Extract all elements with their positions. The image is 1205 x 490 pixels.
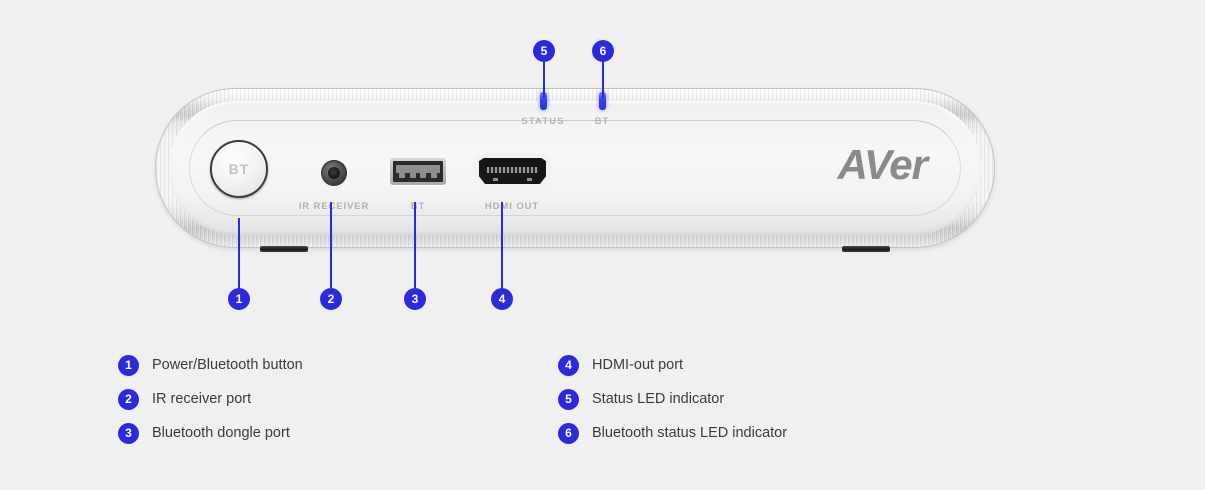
legend-label: Bluetooth status LED indicator xyxy=(592,425,788,441)
leader-line-3 xyxy=(414,202,416,288)
leader-line-2 xyxy=(330,202,332,288)
rubber-foot-right xyxy=(842,246,890,252)
hdmi-notch-left xyxy=(493,178,498,181)
legend-badge: 1 xyxy=(118,354,139,376)
usb-tongue xyxy=(396,165,440,173)
legend-label: HDMI-out port xyxy=(592,357,684,373)
legend-column-left: 1 Power/Bluetooth button 2 IR receiver p… xyxy=(118,348,303,450)
hdmi-cavity xyxy=(479,158,546,184)
bluetooth-dongle-port xyxy=(390,158,446,185)
legend-column-right: 4 HDMI-out port 5 Status LED indicator 6… xyxy=(558,348,787,450)
legend-badge: 4 xyxy=(558,354,579,376)
leader-line-5 xyxy=(543,62,545,98)
bluetooth-led-label: BT xyxy=(594,116,610,127)
callout-badge-6[interactable]: 6 xyxy=(592,40,614,62)
legend-badge: 6 xyxy=(558,422,579,444)
rubber-foot-left xyxy=(260,246,308,252)
legend-item: 2 IR receiver port xyxy=(118,382,303,416)
legend-item: 5 Status LED indicator xyxy=(558,382,787,416)
aver-logo: AVer xyxy=(837,141,928,188)
bluetooth-dongle-port-label: BT xyxy=(410,201,426,212)
legend-item: 6 Bluetooth status LED indicator xyxy=(558,416,787,450)
usb-cavity xyxy=(393,161,443,182)
power-bluetooth-button-label: BT xyxy=(228,161,250,177)
ir-receiver-port-label: IR RECEIVER xyxy=(298,201,370,212)
legend-label: Status LED indicator xyxy=(592,391,725,407)
usb-contacts xyxy=(399,173,437,178)
legend-badge: 3 xyxy=(118,422,139,444)
bluetooth-status-led-indicator xyxy=(599,92,606,110)
hdmi-out-port xyxy=(475,154,550,188)
legend-badge: 2 xyxy=(118,388,139,410)
legend-label: Power/Bluetooth button xyxy=(152,357,303,373)
leader-line-6 xyxy=(602,62,604,98)
ir-receiver-port xyxy=(321,160,347,186)
callout-badge-2[interactable]: 2 xyxy=(320,288,342,310)
hdmi-notch-right xyxy=(527,178,532,181)
legend-item: 3 Bluetooth dongle port xyxy=(118,416,303,450)
legend-badge: 5 xyxy=(558,388,579,410)
status-led-label: STATUS xyxy=(521,116,565,127)
legend-item: 1 Power/Bluetooth button xyxy=(118,348,303,382)
leader-line-4 xyxy=(501,202,503,288)
legend-label: IR receiver port xyxy=(152,391,252,407)
device-illustration: STATUS BT BT IR RECEIVER BT xyxy=(155,88,995,252)
hdmi-tongue xyxy=(487,167,538,173)
legend-label: Bluetooth dongle port xyxy=(152,425,290,441)
callout-badge-3[interactable]: 3 xyxy=(404,288,426,310)
callout-badge-5[interactable]: 5 xyxy=(533,40,555,62)
leader-line-1 xyxy=(238,218,240,288)
power-bluetooth-button[interactable]: BT xyxy=(210,140,268,198)
hdmi-out-port-label: HDMI OUT xyxy=(484,201,540,212)
callout-badge-1[interactable]: 1 xyxy=(228,288,250,310)
status-led-indicator xyxy=(540,92,547,110)
callout-badge-4[interactable]: 4 xyxy=(491,288,513,310)
legend-item: 4 HDMI-out port xyxy=(558,348,787,382)
